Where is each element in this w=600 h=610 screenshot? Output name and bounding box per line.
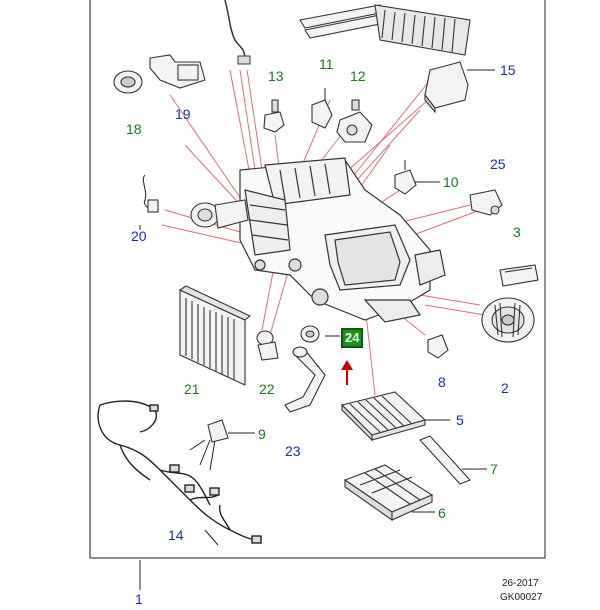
part-5-filter bbox=[340, 391, 427, 442]
callout-1[interactable]: 1 bbox=[135, 591, 143, 607]
top-connector bbox=[237, 55, 251, 65]
hvac-housing bbox=[239, 157, 446, 323]
heater-core-top bbox=[299, 4, 471, 56]
callout-14[interactable]: 14 bbox=[168, 527, 184, 543]
part-13-actuator bbox=[263, 99, 285, 133]
part-6-filter-frame bbox=[343, 464, 434, 522]
part-11-actuator bbox=[311, 88, 333, 129]
part-22-valve bbox=[256, 330, 279, 361]
part-20-sensor bbox=[142, 174, 159, 213]
part-9-connector bbox=[207, 419, 229, 443]
callout-13[interactable]: 13 bbox=[268, 68, 284, 84]
callout-22[interactable]: 22 bbox=[259, 381, 275, 397]
callout-25[interactable]: 25 bbox=[490, 156, 506, 172]
part-12-actuator bbox=[336, 99, 373, 143]
callout-23[interactable]: 23 bbox=[285, 443, 301, 459]
callout-9[interactable]: 9 bbox=[258, 426, 266, 442]
callout-2[interactable]: 2 bbox=[501, 380, 509, 396]
part-23-pipe bbox=[284, 346, 326, 413]
part-21-evaporator bbox=[178, 285, 252, 386]
part-14-harness bbox=[97, 400, 262, 544]
callout-10[interactable]: 10 bbox=[443, 174, 459, 190]
part-7-bar bbox=[419, 435, 471, 485]
callout-5[interactable]: 5 bbox=[456, 412, 464, 428]
callout-24[interactable]: 24 bbox=[341, 328, 364, 348]
diagram-code: GK00027 bbox=[500, 592, 543, 603]
callout-21[interactable]: 21 bbox=[184, 381, 200, 397]
diagram-frame bbox=[89, 0, 546, 559]
diagram-date: 26-2017 bbox=[502, 578, 539, 589]
part-19-bracket bbox=[149, 54, 206, 89]
part-3-resistor bbox=[499, 264, 539, 287]
part-8-actuator bbox=[427, 334, 449, 359]
callout-6[interactable]: 6 bbox=[438, 505, 446, 521]
callout-15[interactable]: 15 bbox=[500, 62, 516, 78]
callout-3[interactable]: 3 bbox=[513, 224, 521, 240]
part-10-sensor bbox=[394, 160, 417, 195]
part-24-grommet bbox=[300, 325, 320, 343]
left-flange bbox=[190, 199, 249, 229]
part-18-grommet bbox=[113, 70, 143, 94]
callout-7[interactable]: 7 bbox=[490, 461, 498, 477]
callout-19[interactable]: 19 bbox=[175, 106, 191, 122]
part-25-sensor bbox=[469, 189, 503, 216]
part-15-module bbox=[424, 61, 469, 114]
callout-11[interactable]: 11 bbox=[319, 56, 334, 72]
callout-lines bbox=[139, 69, 495, 590]
callout-8[interactable]: 8 bbox=[438, 374, 446, 390]
callout-20[interactable]: 20 bbox=[131, 228, 147, 244]
callout-12[interactable]: 12 bbox=[350, 68, 366, 84]
callout-18[interactable]: 18 bbox=[126, 121, 142, 137]
top-cable bbox=[224, 0, 246, 61]
highlight-arrow bbox=[341, 360, 353, 385]
part-2-blower bbox=[481, 297, 535, 343]
